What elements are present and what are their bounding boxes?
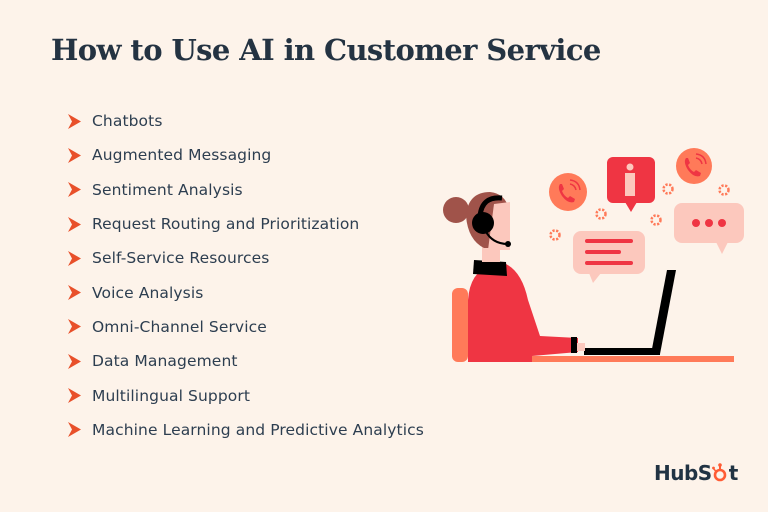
list-item: Omni-Channel Service [68, 310, 424, 344]
list-item: Voice Analysis [68, 275, 424, 309]
chevron-right-icon [68, 388, 81, 404]
list-item-label: Voice Analysis [92, 283, 204, 302]
gear-icon [549, 183, 730, 241]
list-item-label: Request Routing and Prioritization [92, 215, 360, 234]
list-item-label: Augmented Messaging [92, 146, 272, 165]
chevron-right-icon [68, 216, 81, 232]
chevron-right-icon [68, 182, 81, 198]
list-item-label: Sentiment Analysis [92, 180, 243, 199]
list-item: Chatbots [68, 104, 424, 138]
chevron-right-icon [68, 353, 81, 369]
list-item-label: Omni-Channel Service [92, 317, 267, 336]
hubspot-logo: HubS t [654, 461, 738, 485]
info-icon [607, 157, 655, 212]
list-item-label: Multilingual Support [92, 386, 250, 405]
logo-text: HubS [654, 461, 712, 485]
logo-text: t [728, 461, 739, 485]
phone-call-icon [676, 148, 712, 184]
message-bubble-icon [573, 231, 645, 283]
page-title: How to Use AI in Customer Service [51, 33, 601, 67]
customer-service-illustration [443, 148, 744, 362]
hair-icon [443, 197, 469, 223]
list-item: Request Routing and Prioritization [68, 207, 424, 241]
list-item-label: Chatbots [92, 112, 163, 131]
list-item: Augmented Messaging [68, 138, 424, 172]
chevron-right-icon [68, 285, 81, 301]
chair-icon [452, 288, 468, 362]
desk-icon [532, 356, 734, 362]
list-item-label: Machine Learning and Predictive Analytic… [92, 420, 424, 439]
typing-bubble-icon [674, 203, 744, 254]
chevron-right-icon [68, 147, 81, 163]
headset-icon [472, 195, 511, 247]
collar-icon [473, 260, 507, 276]
chevron-right-icon [68, 422, 81, 438]
chevron-right-icon [68, 250, 81, 266]
list-item-label: Self-Service Resources [92, 249, 270, 268]
sprocket-icon [712, 463, 727, 482]
list-item: Multilingual Support [68, 378, 424, 412]
ai-uses-list: Chatbots Augmented Messaging Sentiment A… [68, 104, 424, 447]
list-item-label: Data Management [92, 352, 238, 371]
chevron-right-icon [68, 113, 81, 129]
list-item: Sentiment Analysis [68, 173, 424, 207]
phone-call-icon [549, 173, 587, 211]
list-item: Data Management [68, 344, 424, 378]
shirt-icon [468, 264, 578, 362]
list-item: Machine Learning and Predictive Analytic… [68, 413, 424, 447]
list-item: Self-Service Resources [68, 241, 424, 275]
laptop-icon [584, 270, 676, 355]
chevron-right-icon [68, 319, 81, 335]
